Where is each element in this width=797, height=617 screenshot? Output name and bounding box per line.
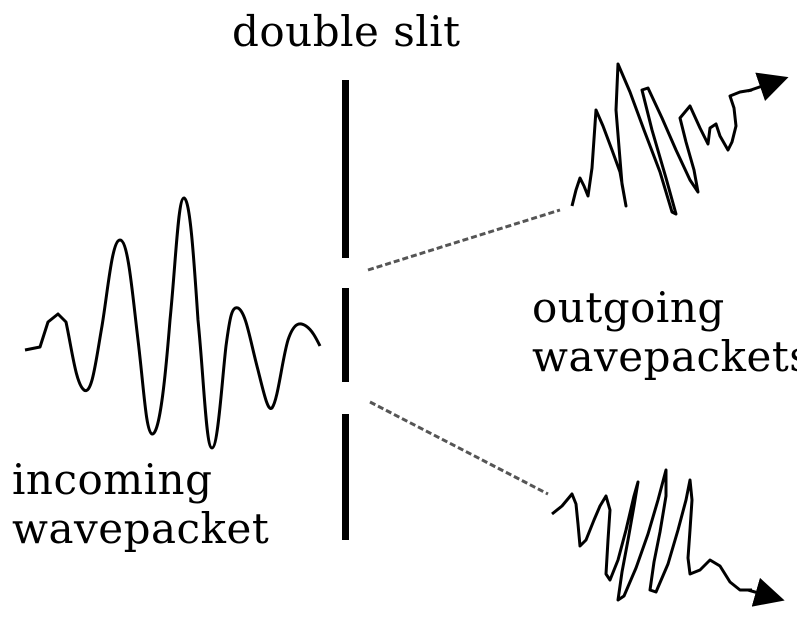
lower-dashed-path	[369, 400, 549, 496]
double-slit-title: double slit	[232, 7, 461, 56]
outgoing-label-line1: outgoing	[532, 283, 725, 332]
incoming-label-line2: wavepacket	[12, 504, 270, 553]
lower-arrow	[747, 577, 785, 607]
slit-barrier-top	[342, 80, 349, 258]
incoming-label-line1: incoming	[12, 455, 213, 504]
upper-dashed-path	[367, 208, 561, 272]
incoming-wavepacket-curve	[24, 196, 322, 450]
slit-barrier-middle	[342, 288, 349, 382]
upper-outgoing-wavepacket-curve	[570, 62, 753, 216]
upper-arrow	[747, 72, 789, 102]
outgoing-label-line2: wavepackets	[532, 332, 797, 381]
slit-barrier-bottom	[342, 414, 349, 540]
lower-outgoing-wavepacket-curve	[551, 468, 752, 602]
